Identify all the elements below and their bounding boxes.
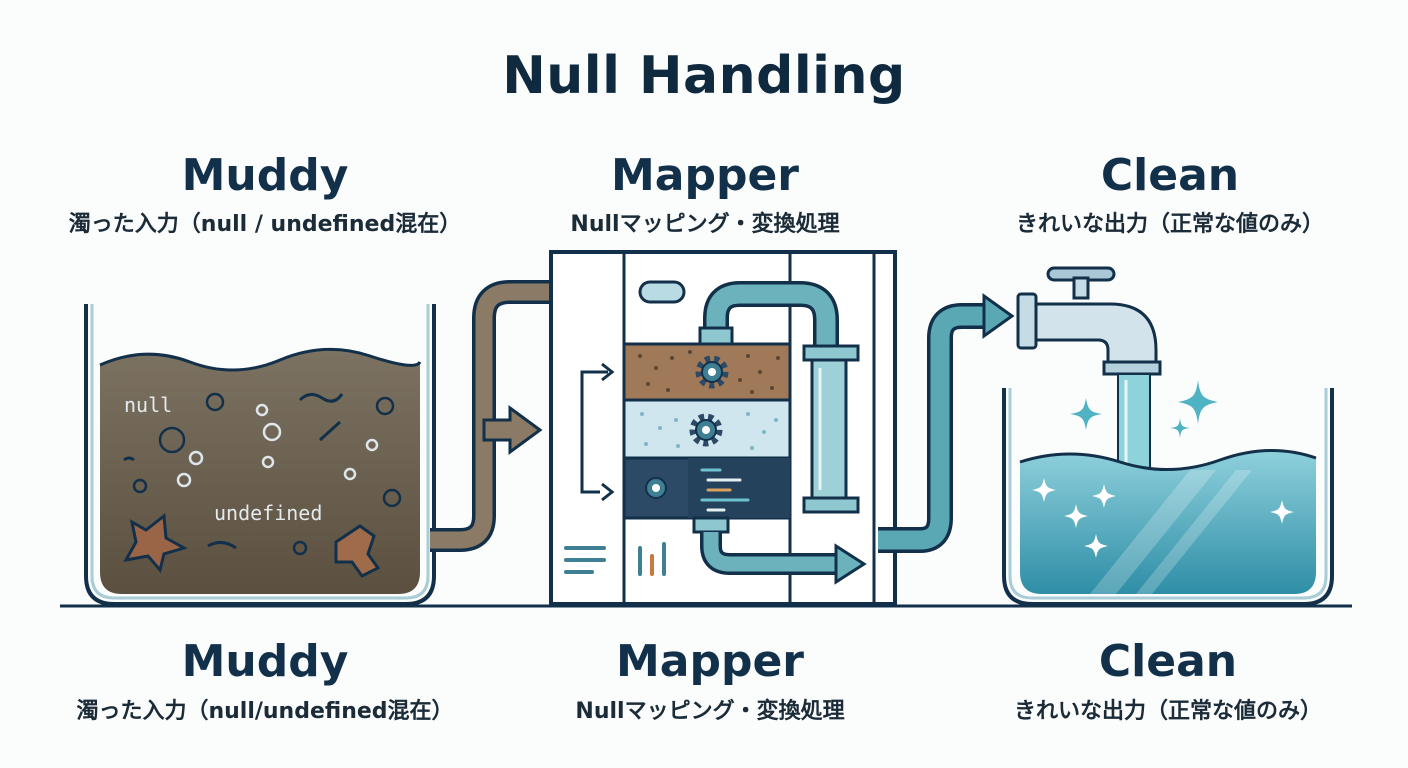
- stage-sub-mapper-top: Nullマッピング・変換処理: [570, 212, 840, 237]
- stage-heading-muddy-bottom: Muddy: [181, 636, 349, 687]
- stage-sub-muddy-bottom: 濁った入力（null/undefined混在）: [76, 699, 454, 724]
- clean-tank: [1002, 380, 1334, 606]
- mapper-machine: [549, 250, 897, 606]
- tank-label-undefined: undefined: [214, 501, 322, 525]
- outflow-pipe: [878, 293, 1015, 553]
- menu-icon: [564, 546, 606, 574]
- arrow-right-icon: [482, 405, 543, 455]
- stage-heading-clean-top: Clean: [1100, 150, 1240, 201]
- stage-sub-mapper-bottom: Nullマッピング・変換処理: [575, 699, 845, 724]
- tank-label-null: null: [124, 393, 172, 417]
- stage-sub-muddy-top: 濁った入力（null / undefined混在）: [68, 212, 462, 237]
- faucet-icon: [1016, 266, 1162, 471]
- stage-heading-mapper-bottom: Mapper: [615, 636, 804, 687]
- stage-heading-clean-bottom: Clean: [1098, 636, 1238, 687]
- muddy-tank: null undefined: [84, 304, 436, 606]
- stage-heading-mapper-top: Mapper: [610, 150, 799, 201]
- stage-heading-muddy-top: Muddy: [181, 150, 349, 201]
- arrow-right-icon: [834, 543, 867, 585]
- arrow-right-icon: [982, 293, 1015, 339]
- chart-icon: [638, 542, 666, 576]
- page-title: Null Handling: [502, 46, 906, 106]
- stage-sub-clean-top: きれいな出力（正常な値のみ）: [1015, 212, 1324, 237]
- stage-sub-clean-bottom: きれいな出力（正常な値のみ）: [1013, 699, 1322, 724]
